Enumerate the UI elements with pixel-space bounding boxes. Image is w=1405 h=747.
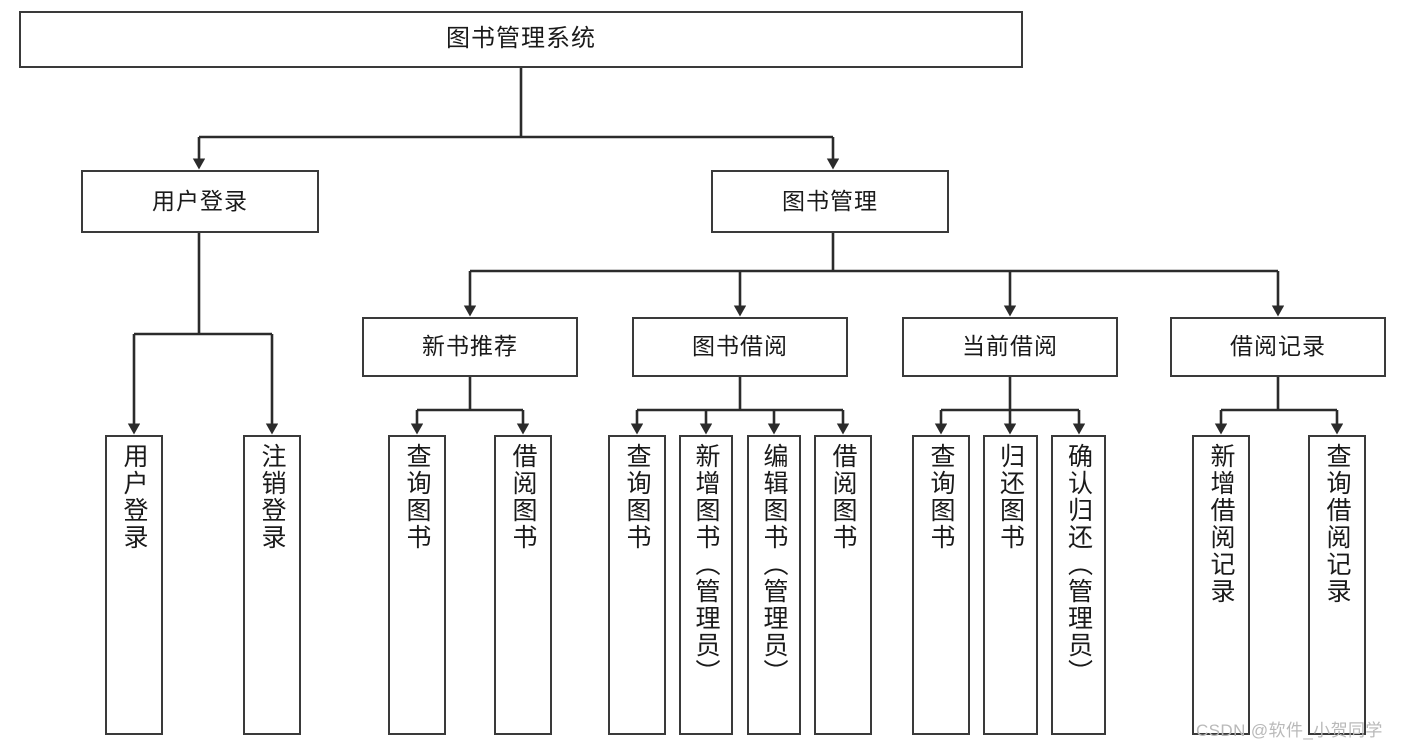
leaf-return-book[interactable]: 归还图书 [983,435,1038,735]
leaf-logout-login[interactable]: 注销登录 [243,435,301,735]
node-label: 查询图书 [623,443,651,551]
leaf-query-book-new-book[interactable]: 查询图书 [388,435,446,735]
node-root-system[interactable]: 图书管理系统 [19,11,1023,68]
leaf-query-book-current[interactable]: 查询图书 [912,435,970,735]
node-label: 注销登录 [258,443,286,551]
node-user-login[interactable]: 用户登录 [81,170,319,233]
leaf-user-login[interactable]: 用户登录 [105,435,163,735]
node-label: 借阅记录 [1230,333,1326,360]
node-label: 确认归还（管理员） [1064,443,1093,686]
node-label: 新增图书（管理员） [692,443,720,686]
node-label: 借阅图书 [509,443,537,551]
node-label: 借阅图书 [829,443,857,551]
node-label: 用户登录 [152,187,248,214]
leaf-query-borrow-record[interactable]: 查询借阅记录 [1308,435,1366,735]
node-label: 用户登录 [120,443,148,551]
node-book-manage[interactable]: 图书管理 [711,170,949,233]
leaf-borrow-book-new-book[interactable]: 借阅图书 [494,435,552,735]
leaf-borrow-book-borrow[interactable]: 借阅图书 [814,435,872,735]
node-label: 查询图书 [927,443,955,551]
node-label: 归还图书 [996,443,1025,551]
node-borrow-record[interactable]: 借阅记录 [1170,317,1386,377]
node-label: 编辑图书（管理员） [760,443,788,686]
csdn-watermark: CSDN @软件_小贺同学 [1196,721,1383,740]
node-label: 查询借阅记录 [1323,443,1351,605]
node-label: 新增借阅记录 [1207,443,1235,605]
node-label: 图书借阅 [692,333,788,360]
node-label: 查询图书 [403,443,431,551]
node-label: 当前借阅 [962,333,1058,360]
node-new-book-recommend[interactable]: 新书推荐 [362,317,578,377]
node-book-borrow[interactable]: 图书借阅 [632,317,848,377]
node-current-borrow[interactable]: 当前借阅 [902,317,1118,377]
leaf-confirm-return-admin[interactable]: 确认归还（管理员） [1051,435,1106,735]
leaf-query-book-borrow[interactable]: 查询图书 [608,435,666,735]
node-label: 新书推荐 [422,333,518,360]
leaf-add-borrow-record[interactable]: 新增借阅记录 [1192,435,1250,735]
leaf-add-book-admin[interactable]: 新增图书（管理员） [679,435,733,735]
leaf-edit-book-admin[interactable]: 编辑图书（管理员） [747,435,801,735]
node-label: 图书管理系统 [446,25,596,53]
node-label: 图书管理 [782,187,878,214]
